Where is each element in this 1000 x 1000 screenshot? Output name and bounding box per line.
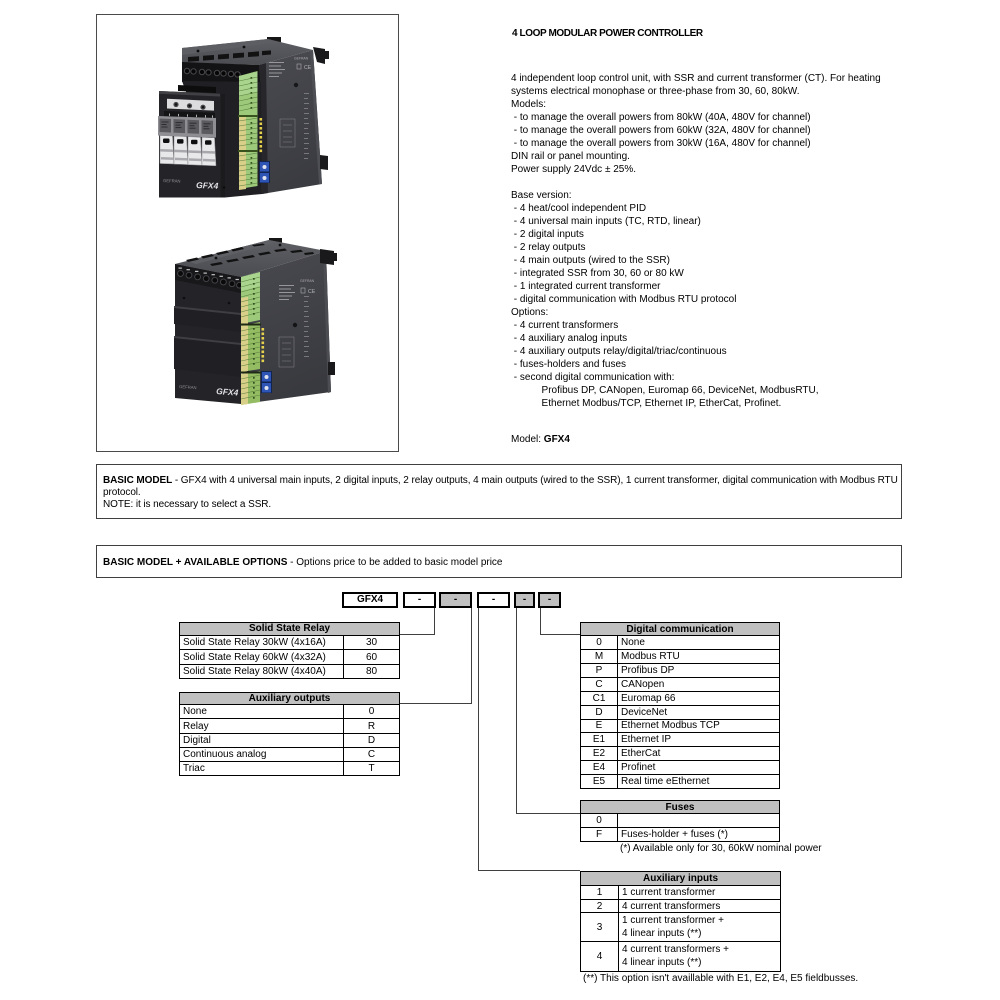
svg-text:GEFRAN: GEFRAN [300,279,315,283]
svg-text:CE: CE [308,289,316,295]
svg-text:GEFRAN: GEFRAN [294,57,309,61]
svg-text:GFX4: GFX4 [196,180,219,191]
svg-text:GEFRAN: GEFRAN [163,178,181,184]
svg-text:GFX4: GFX4 [216,386,239,398]
svg-text:CE: CE [304,65,312,71]
svg-text:GEFRAN: GEFRAN [179,384,197,390]
